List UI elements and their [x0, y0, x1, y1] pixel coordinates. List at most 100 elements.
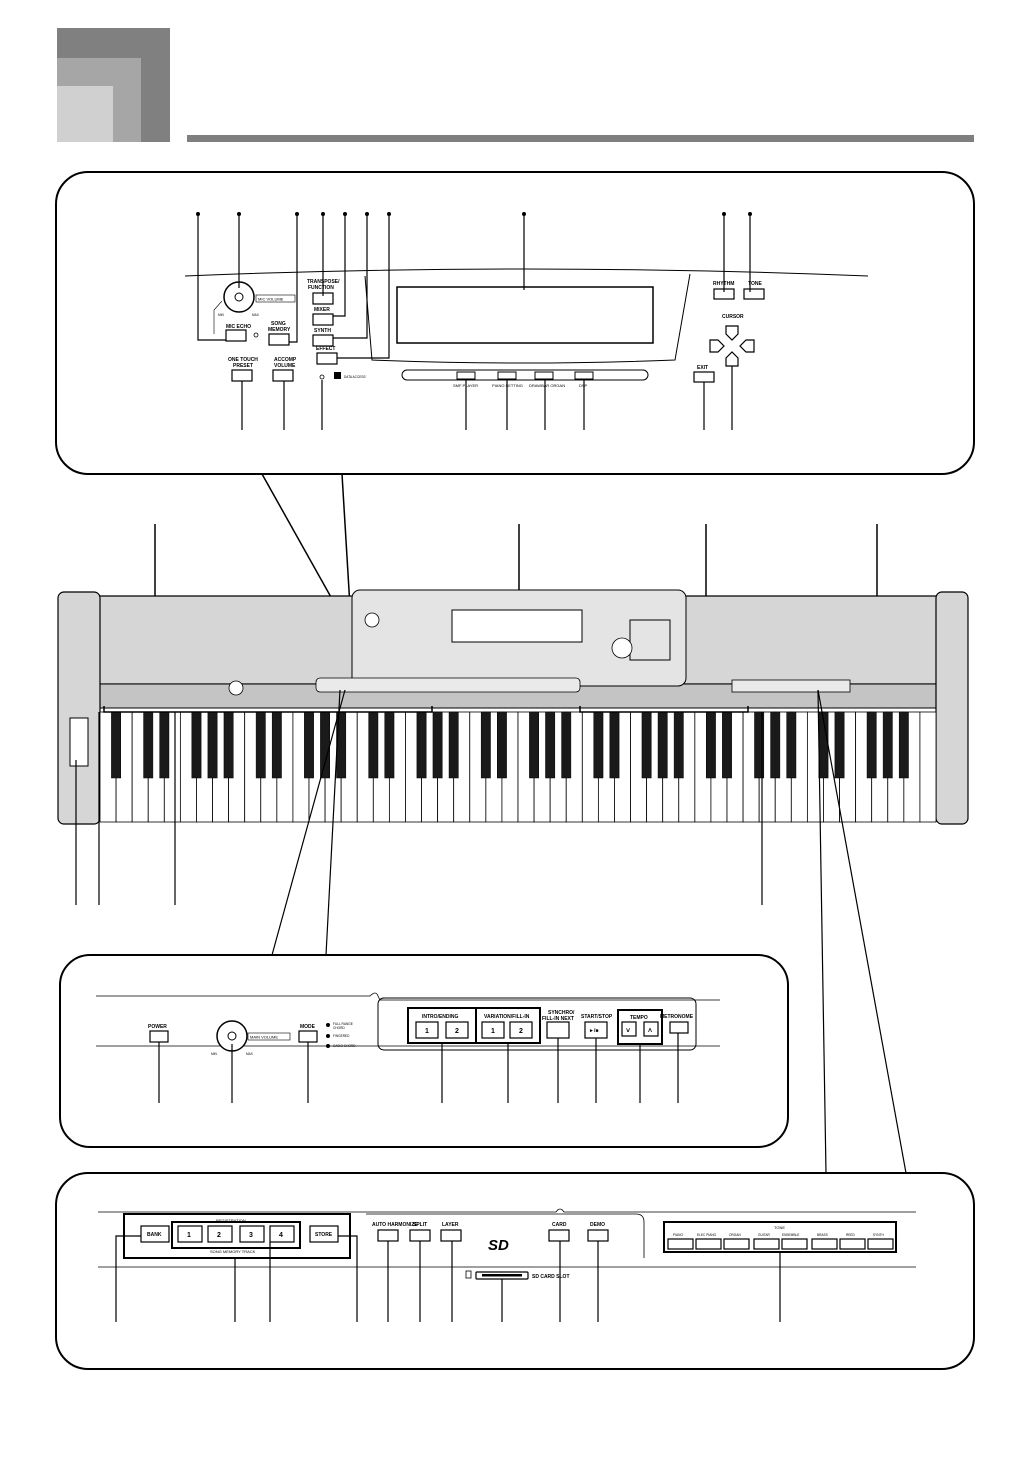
top-display-frame: [364, 273, 691, 364]
black-key: [111, 711, 121, 779]
keyboard-right-end: [935, 591, 969, 825]
registration-1-button[interactable]: [177, 1225, 203, 1243]
song-memory-label-1: SONG: [271, 321, 286, 327]
smf-player-button[interactable]: [456, 371, 476, 380]
tone-elec-piano-button[interactable]: [695, 1238, 722, 1250]
mixer-button[interactable]: [312, 313, 334, 326]
left-panel-callout: POWER MAIN VOLUME MIN MAX MODE FULL RANG…: [59, 954, 789, 1148]
tempo-down-symbol: ˅: [626, 1028, 630, 1035]
black-key: [384, 711, 395, 779]
one-touch-preset-label-1: ONE TOUCH: [228, 357, 258, 363]
registration-label: REGISTRATION: [216, 1218, 246, 1223]
intro-ending-2-label: 2: [455, 1028, 459, 1035]
tone-ensemble-label: ENSEMBLE: [782, 1233, 799, 1237]
registration-1-label: 1: [187, 1232, 191, 1239]
cursor-down-button[interactable]: [725, 351, 739, 367]
tone-buttons: PIANO ELEC PIANO ORGAN GUITAR ENSEMBLE B…: [667, 1233, 894, 1250]
variation-fill-in-1-button[interactable]: [481, 1021, 505, 1039]
tone-piano-button[interactable]: [667, 1238, 694, 1250]
tone-brass-button[interactable]: [811, 1238, 838, 1250]
cursor-right-button[interactable]: [739, 339, 755, 353]
metronome-label: METRONOME: [660, 1014, 694, 1020]
cursor-up-button[interactable]: [725, 325, 739, 341]
power-button[interactable]: [149, 1030, 169, 1043]
card-button[interactable]: [548, 1229, 570, 1242]
tempo-up-button[interactable]: [643, 1021, 659, 1037]
demo-button[interactable]: [587, 1229, 609, 1242]
tone-elec-piano-label: ELEC PIANO: [697, 1233, 717, 1237]
tone-reed-button[interactable]: [839, 1238, 866, 1250]
tone-row-strip: [731, 679, 851, 693]
left-panel-button-group: [377, 997, 697, 1051]
black-key: [754, 711, 765, 779]
auto-harmonize-button[interactable]: [377, 1229, 399, 1242]
variation-fill-in-label: VARIATION/FILL-IN: [484, 1014, 530, 1020]
black-key: [834, 711, 845, 779]
tempo-down-button[interactable]: [621, 1021, 637, 1037]
black-key: [304, 711, 314, 779]
black-key: [223, 711, 234, 779]
dsp-button[interactable]: [574, 371, 594, 380]
synth-button[interactable]: [312, 334, 334, 347]
drawbar-organ-label: DRAWBAR ORGAN: [529, 383, 565, 388]
mic-echo-button[interactable]: [225, 329, 247, 342]
piano-setting-button[interactable]: [497, 371, 517, 380]
button-row-strip: [315, 677, 581, 693]
registration-2-button[interactable]: [207, 1225, 233, 1243]
black-key: [448, 711, 459, 779]
black-key: [271, 711, 282, 779]
cursor-left-button[interactable]: [709, 339, 725, 353]
mode-led-full-range: [326, 1023, 330, 1027]
transpose-label-2: FUNCTION: [308, 285, 334, 291]
cursor-pad[interactable]: [709, 325, 755, 367]
store-button[interactable]: [309, 1225, 339, 1243]
song-memory-button[interactable]: [268, 333, 290, 346]
registration-3-button[interactable]: [239, 1225, 265, 1243]
tone-ensemble-button[interactable]: [781, 1238, 808, 1250]
exit-button[interactable]: [693, 371, 715, 383]
layer-label: LAYER: [442, 1222, 459, 1228]
tone-brass-label: BRASS: [817, 1233, 828, 1237]
black-key: [143, 711, 154, 779]
registration-4-button[interactable]: [269, 1225, 295, 1243]
mode-button[interactable]: [298, 1030, 318, 1043]
black-key: [593, 711, 604, 779]
tone-button-top[interactable]: [743, 288, 765, 300]
header-square-light: [57, 86, 113, 142]
left-callout-box: [59, 954, 789, 1148]
tone-organ-button[interactable]: [723, 1238, 750, 1250]
tone-guitar-button[interactable]: [753, 1238, 780, 1250]
black-key: [191, 711, 202, 779]
mic-echo-led: [253, 332, 259, 338]
intro-ending-2-button[interactable]: [445, 1021, 469, 1039]
effect-button[interactable]: [316, 352, 338, 365]
intro-ending-1-button[interactable]: [415, 1021, 439, 1039]
card-label: CARD: [552, 1222, 567, 1228]
mic-volume-knob-dot: [234, 292, 244, 302]
black-key: [432, 711, 443, 779]
song-memory-label-2: MEMORY: [268, 327, 291, 333]
metronome-button[interactable]: [669, 1021, 689, 1034]
split-button[interactable]: [409, 1229, 431, 1242]
one-touch-preset-button[interactable]: [231, 369, 253, 382]
black-key: [770, 711, 781, 779]
drawbar-organ-button[interactable]: [534, 371, 554, 380]
synchro-fill-in-next-button[interactable]: [546, 1021, 570, 1039]
tone-synth-button[interactable]: [867, 1238, 894, 1250]
sd-card-icon: [465, 1270, 472, 1279]
black-key: [545, 711, 556, 779]
layer-button[interactable]: [440, 1229, 462, 1242]
top-leader-ends: [196, 212, 752, 216]
bottom-panel-outline: [98, 1208, 916, 1213]
variation-fill-in-2-button[interactable]: [509, 1021, 533, 1039]
keyboard-label-strip-right: [579, 706, 749, 713]
accomp-volume-button[interactable]: [272, 369, 294, 382]
start-stop-symbol: ►/■: [589, 1028, 598, 1034]
mic-bracket: [213, 300, 223, 334]
accomp-volume-label-2: VOLUME: [274, 363, 296, 369]
keyboard-left-end: [57, 591, 101, 825]
tone-guitar-label: GUITAR: [758, 1233, 771, 1237]
bank-button[interactable]: [140, 1225, 170, 1243]
black-key: [529, 711, 539, 779]
